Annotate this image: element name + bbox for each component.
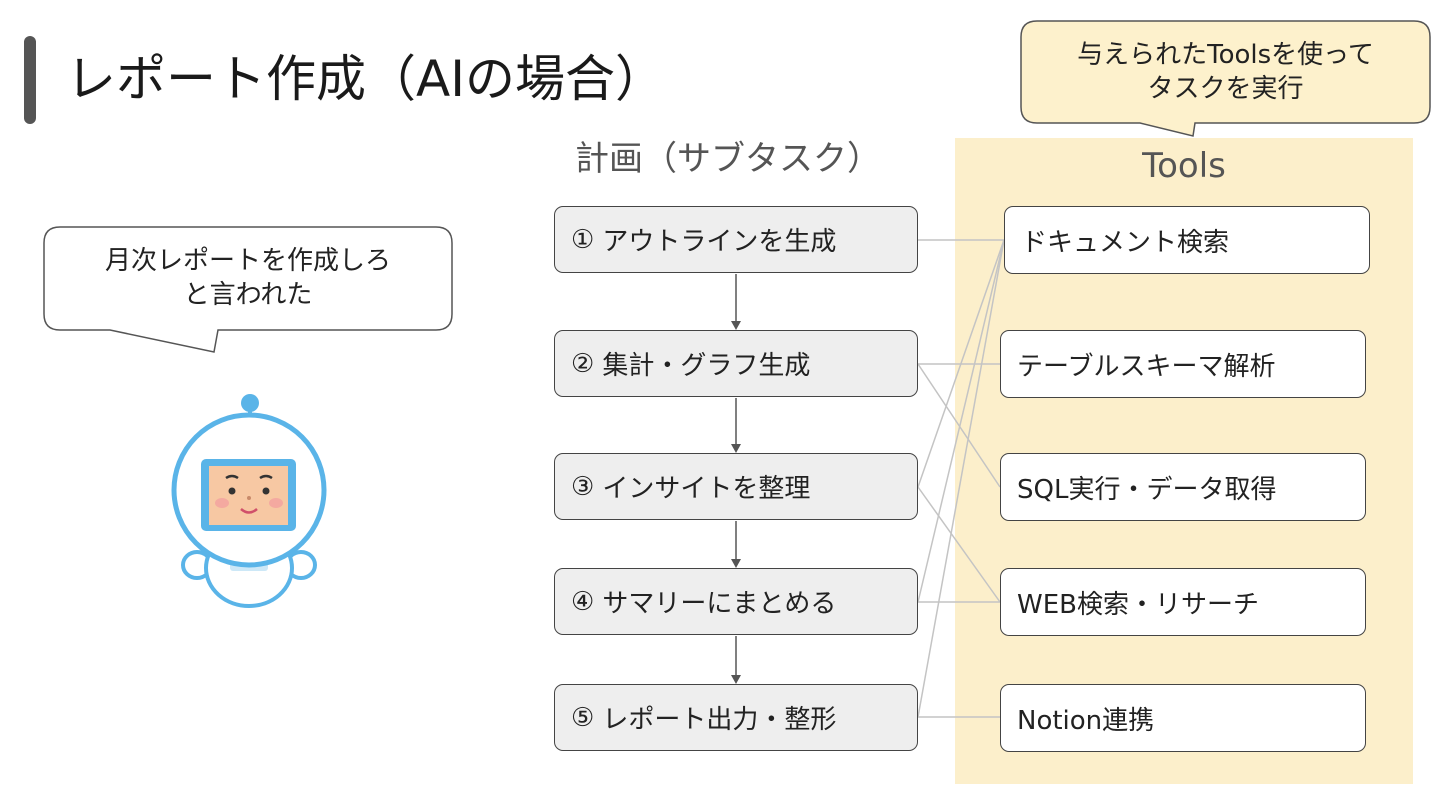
robot-nose [247, 496, 251, 500]
tool-notion: Notion連携 [1000, 684, 1366, 752]
step-label: インサイトを整理 [602, 474, 811, 504]
tool-web-search: WEB検索・リサーチ [1000, 568, 1366, 636]
robot-left-cheek [215, 498, 229, 508]
plan-heading: 計画（サブタスク） [575, 139, 881, 179]
step-label: 集計・グラフ生成 [602, 351, 811, 381]
tools-heading: Tools [1142, 146, 1226, 186]
step-report-output: ⑤ レポート出力・整形 [554, 684, 918, 751]
arrow-1-2-head [731, 321, 741, 330]
tool-table-schema: テーブルスキーマ解析 [1000, 330, 1366, 398]
step-aggregate-graph: ② 集計・グラフ生成 [554, 330, 918, 397]
tools-bubble-text: 与えられたToolsを使って タスクを実行 [1021, 38, 1430, 106]
title-accent-bar [24, 36, 36, 124]
robot-left-eye [228, 487, 236, 495]
tools-bubble-line1: 与えられたToolsを使って [1077, 40, 1374, 70]
tool-connectors [917, 239, 1005, 718]
tools-speech-bubble [1020, 20, 1431, 137]
tool-document-search: ドキュメント検索 [1004, 206, 1370, 274]
robot-mouth [240, 508, 258, 514]
arrow-3-4-head [731, 559, 741, 568]
step-summary: ④ サマリーにまとめる [554, 568, 918, 635]
robot-illustration [171, 394, 327, 608]
arrow-4-5-head [731, 675, 741, 684]
step-number: ② [571, 348, 595, 379]
connector-2-sql [917, 363, 1001, 488]
step-label: レポート出力・整形 [602, 705, 837, 735]
tools-bubble-line2: タスクを実行 [1147, 74, 1304, 104]
step-number: ③ [571, 471, 595, 502]
robot-right-brow [259, 474, 273, 480]
arrow-2-3-head [731, 444, 741, 453]
step-label: サマリーにまとめる [602, 589, 837, 619]
user-speech-bubble [43, 226, 453, 353]
step-insights: ③ インサイトを整理 [554, 453, 918, 520]
connector-3-doc [917, 239, 1005, 488]
connector-5-doc [917, 239, 1005, 718]
step-number: ④ [571, 586, 595, 617]
robot-right-cheek [269, 498, 283, 508]
user-bubble-line2: と言われた [183, 280, 313, 310]
robot-right-eye [262, 487, 270, 495]
connector-4-doc [917, 239, 1005, 603]
connector-3-web [917, 486, 1001, 603]
page-title: レポート作成（AIの場合） [66, 50, 665, 108]
tool-sql-exec: SQL実行・データ取得 [1000, 453, 1366, 521]
robot-face [209, 466, 288, 525]
user-bubble-line1: 月次レポートを作成しろ [104, 246, 391, 276]
step-outline: ① アウトラインを生成 [554, 206, 918, 273]
user-bubble-text: 月次レポートを作成しろ と言われた [44, 244, 452, 312]
step-number: ① [571, 224, 595, 255]
robot-antenna-tip [241, 394, 259, 412]
robot-left-brow [225, 474, 239, 480]
step-label: アウトラインを生成 [602, 227, 837, 257]
step-arrows [731, 274, 741, 684]
step-number: ⑤ [571, 702, 595, 733]
